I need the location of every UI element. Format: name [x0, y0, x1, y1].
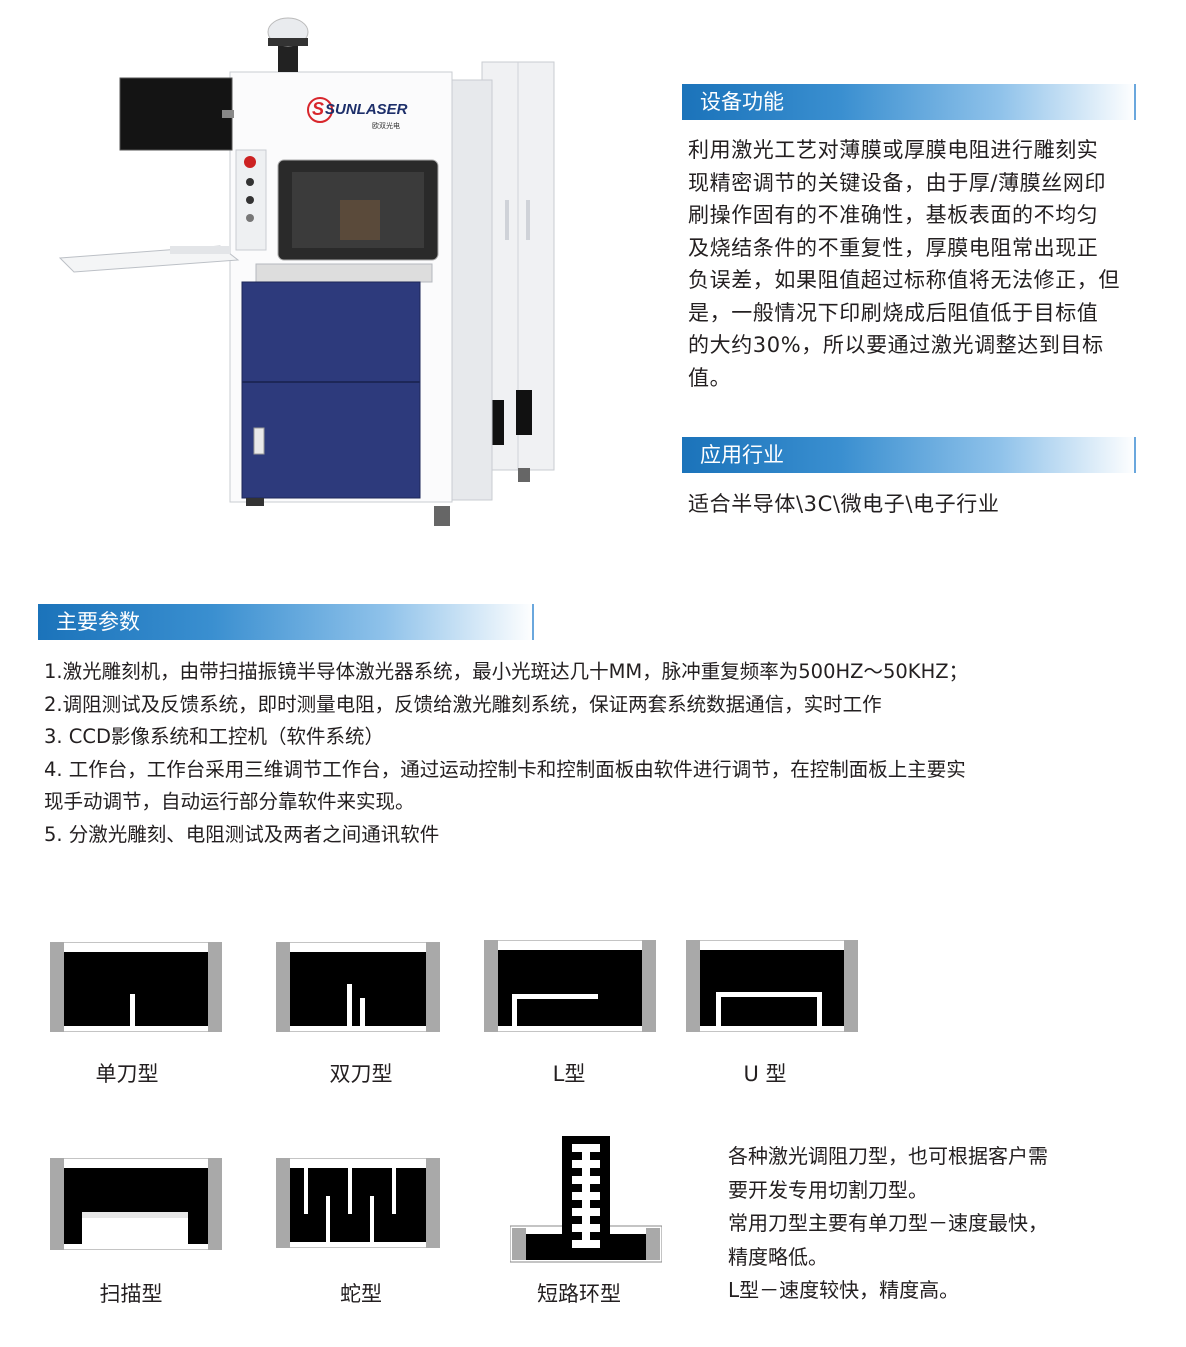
param-line: 4. 工作台，工作台采用三维调节工作台，通过运动控制卡和控制面板由软件进行调节，…: [44, 757, 966, 781]
section-main-params-header: 主要参数: [38, 604, 534, 640]
section-application-title: 应用行业: [700, 443, 784, 467]
section-equipment-function-title: 设备功能: [700, 90, 784, 114]
text-line: 负误差，如果阻值超过标称值将无法修正，但: [688, 268, 1120, 292]
text-line: 及烧结条件的不重复性，厚膜电阻常出现正: [688, 235, 1099, 260]
caption-l-cut: L型: [552, 1062, 586, 1086]
text-line: 利用激光工艺对薄膜或厚膜电阻进行雕刻实: [688, 138, 1099, 162]
text-line: 值。: [688, 365, 732, 390]
caption-single-cut: 单刀型: [95, 1062, 159, 1086]
sunlaser-logo: S SUNLASER 欧双光电: [307, 97, 408, 130]
serpentine-cut-diagram: [276, 1158, 440, 1248]
application-text: 适合半导体\3C\微电子\电子行业: [688, 492, 1000, 516]
param-line: 现手动调节，自动运行部分靠软件来实现。: [44, 790, 415, 813]
caption-scan-cut: 扫描型: [99, 1282, 163, 1306]
caption-u-cut: U 型: [743, 1062, 787, 1086]
cut-types-note: 各种激光调阻刀型，也可根据客户需 要开发专用切割刀型。 常用刀型主要有单刀型－速…: [728, 1140, 1148, 1308]
caption-double-cut: 双刀型: [329, 1062, 393, 1086]
header-tick: [1134, 84, 1136, 120]
double-cut-diagram: [276, 942, 440, 1032]
logo-text: SUNLASER: [325, 101, 408, 118]
param-line: 3. CCD影像系统和工控机（软件系统）: [44, 725, 385, 748]
text-line: 现精密调节的关键设备，由于厚/薄膜丝网印: [688, 170, 1107, 195]
note-line: 常用刀型主要有单刀型－速度最快，: [728, 1211, 1048, 1235]
logo-subtext: 欧双光电: [372, 121, 400, 130]
note-line: L型－速度较快，精度高。: [728, 1278, 960, 1302]
header-tick: [532, 604, 534, 640]
equipment-function-text: 利用激光工艺对薄膜或厚膜电阻进行雕刻实 现精密调节的关键设备，由于厚/薄膜丝网印…: [688, 134, 1148, 394]
main-params-list: 1.激光雕刻机，由带扫描振镜半导体激光器系统，最小光斑达几十MM，脉冲重复频率为…: [44, 656, 1134, 851]
header-tick: [1134, 437, 1136, 473]
section-equipment-function-header: 设备功能: [682, 84, 1136, 120]
note-line: 精度略低。: [728, 1244, 828, 1269]
laser-trimming-machine-image: S SUNLASER 欧双光电: [58, 17, 555, 526]
note-line: 各种激光调阻刀型，也可根据客户需: [728, 1144, 1048, 1168]
u-cut-diagram: [686, 940, 858, 1032]
svg-text:S: S: [312, 99, 324, 119]
text-line: 是，一般情况下印刷烧成后阻值低于目标值: [688, 300, 1099, 325]
section-application-header: 应用行业: [682, 437, 1136, 473]
caption-serpentine-cut: 蛇型: [340, 1282, 382, 1306]
caption-short-ring-cut: 短路环型: [537, 1282, 621, 1306]
short-ring-cut-diagram: [510, 1136, 662, 1263]
l-cut-diagram: [484, 940, 656, 1032]
note-line: 要开发专用切割刀型。: [728, 1177, 928, 1202]
param-line: 2.调阻测试及反馈系统，即时测量电阻，反馈给激光雕刻系统，保证两套系统数据通信，…: [44, 692, 882, 716]
text-line: 的大约30%，所以要通过激光调整达到目标: [688, 333, 1104, 357]
param-line: 5. 分激光雕刻、电阻测试及两者之间通讯软件: [44, 822, 440, 846]
param-line: 1.激光雕刻机，由带扫描振镜半导体激光器系统，最小光斑达几十MM，脉冲重复频率为…: [44, 660, 969, 683]
single-cut-diagram: [50, 942, 222, 1032]
section-main-params-title: 主要参数: [56, 610, 140, 634]
scan-cut-diagram: [50, 1158, 222, 1250]
text-line: 刷操作固有的不准确性，基板表面的不均匀: [688, 203, 1099, 227]
